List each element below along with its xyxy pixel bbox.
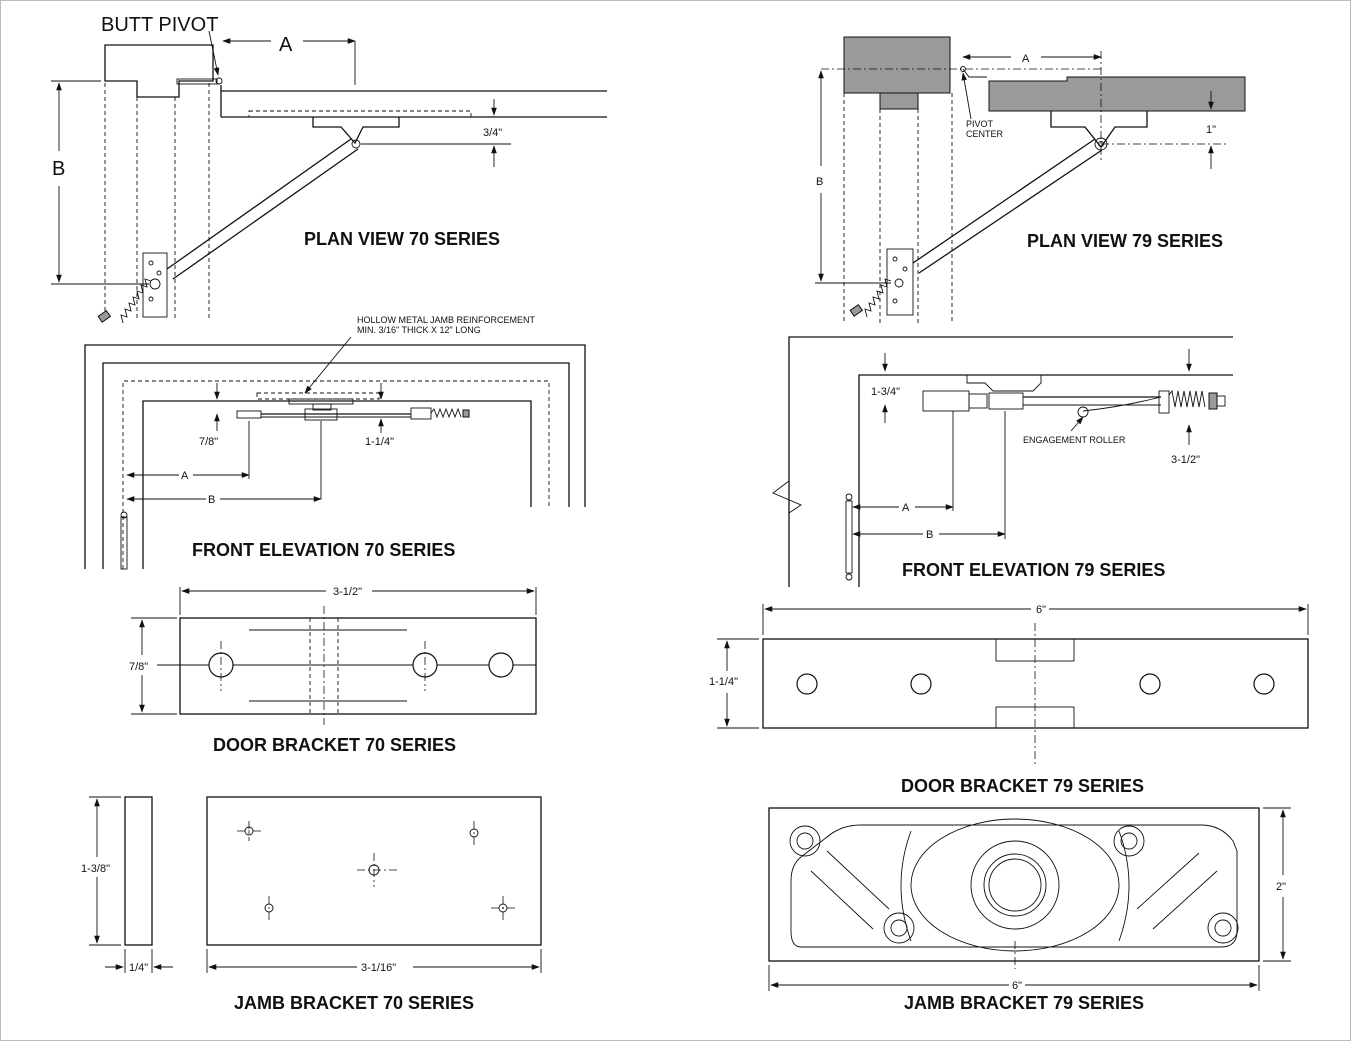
jb70-width: 3-1/16" xyxy=(361,962,396,974)
door-bracket-70-title: DOOR BRACKET 70 SERIES xyxy=(213,735,456,755)
plan79-dim-a: A xyxy=(1022,53,1030,65)
front-elevation-79 xyxy=(772,336,1233,587)
door-bracket-79-title: DOOR BRACKET 79 SERIES xyxy=(901,776,1144,796)
front-elevation-79-title: FRONT ELEVATION 79 SERIES xyxy=(902,560,1165,580)
front-elevation-70 xyxy=(84,336,586,570)
center-label: CENTER xyxy=(966,129,1004,139)
front70-dim-a: A xyxy=(181,470,189,482)
front79-dim-b: B xyxy=(926,529,933,541)
plan70-dim-a: A xyxy=(279,34,293,56)
plan70-dim-b: B xyxy=(52,158,65,180)
jb70-height: 1-3/8" xyxy=(81,863,110,875)
front79-dim-134: 1-3/4" xyxy=(871,386,900,398)
front79-dim-312: 3-1/2" xyxy=(1171,454,1200,466)
door-bracket-79 xyxy=(717,604,1309,766)
db79-width: 6" xyxy=(1036,604,1046,616)
db70-height: 7/8" xyxy=(129,661,148,673)
front79-dim-a: A xyxy=(902,502,910,514)
db70-width: 3-1/2" xyxy=(333,586,362,598)
pivot-label: PIVOT xyxy=(966,119,994,129)
plan-view-70 xyxy=(51,30,607,324)
reinforcement-note-1: HOLLOW METAL JAMB REINFORCEMENT xyxy=(357,315,536,325)
front70-dim-78: 7/8" xyxy=(199,436,218,448)
front70-dim-b: B xyxy=(208,494,215,506)
jamb-bracket-79-title: JAMB BRACKET 79 SERIES xyxy=(904,993,1144,1013)
jb70-thickness: 1/4" xyxy=(129,962,148,974)
door-bracket-70 xyxy=(131,587,537,725)
plan79-dim-b: B xyxy=(816,176,823,188)
plan70-dim-offset: 3/4" xyxy=(483,127,502,139)
butt-pivot-label: BUTT PIVOT xyxy=(101,14,218,36)
jamb-bracket-79 xyxy=(768,807,1291,991)
jamb-bracket-70-title: JAMB BRACKET 70 SERIES xyxy=(234,993,474,1013)
plan-view-70-title: PLAN VIEW 70 SERIES xyxy=(304,229,500,249)
jb79-width: 6" xyxy=(1012,980,1022,992)
plan-view-79 xyxy=(815,36,1246,323)
jamb70-holes xyxy=(237,821,515,920)
engagement-roller-label: ENGAGEMENT ROLLER xyxy=(1023,435,1126,445)
jb79-height: 2" xyxy=(1276,881,1286,893)
reinforcement-note-2: MIN. 3/16" THICK X 12" LONG xyxy=(357,325,481,335)
jamb-bracket-70 xyxy=(89,796,542,973)
db79-height: 1-1/4" xyxy=(709,676,738,688)
plan-view-79-title: PLAN VIEW 79 SERIES xyxy=(1027,231,1223,251)
front70-dim-114: 1-1/4" xyxy=(365,436,394,448)
plan79-dim-offset: 1" xyxy=(1206,124,1216,136)
front-elevation-70-title: FRONT ELEVATION 70 SERIES xyxy=(192,540,455,560)
